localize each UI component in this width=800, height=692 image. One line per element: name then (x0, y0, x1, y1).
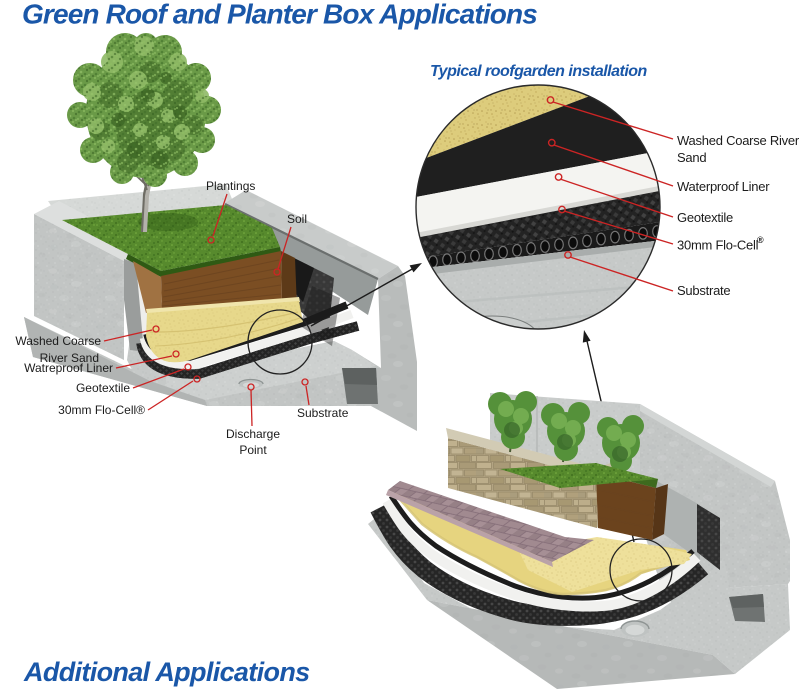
svg-text:30mm Flo-Cell: 30mm Flo-Cell (677, 238, 759, 253)
svg-text:Soil: Soil (287, 212, 307, 226)
svg-text:Plantings: Plantings (206, 179, 255, 193)
svg-text:River Sand: River Sand (40, 351, 99, 365)
svg-text:®: ® (757, 235, 764, 245)
svg-text:Green Roof and Planter Box App: Green Roof and Planter Box Applications (22, 0, 537, 30)
svg-text:Typical roofgarden installatio: Typical roofgarden installation (430, 63, 648, 80)
svg-text:Geotextile: Geotextile (76, 381, 130, 395)
svg-text:30mm Flo-Cell®: 30mm Flo-Cell® (58, 403, 145, 417)
svg-text:Sand: Sand (677, 150, 706, 165)
svg-text:Waterproof Liner: Waterproof Liner (677, 179, 770, 194)
svg-text:Watreproof Liner: Watreproof Liner (24, 361, 113, 375)
svg-text:Substrate: Substrate (677, 283, 730, 298)
svg-text:Point: Point (239, 443, 267, 457)
svg-text:Additional Applications: Additional Applications (23, 657, 310, 687)
svg-text:Washed Coarse River: Washed Coarse River (677, 133, 800, 148)
svg-text:Substrate: Substrate (297, 406, 349, 420)
svg-text:Discharge: Discharge (226, 427, 280, 441)
svg-text:Washed Coarse: Washed Coarse (15, 334, 101, 348)
svg-text:Geotextile: Geotextile (677, 210, 733, 225)
